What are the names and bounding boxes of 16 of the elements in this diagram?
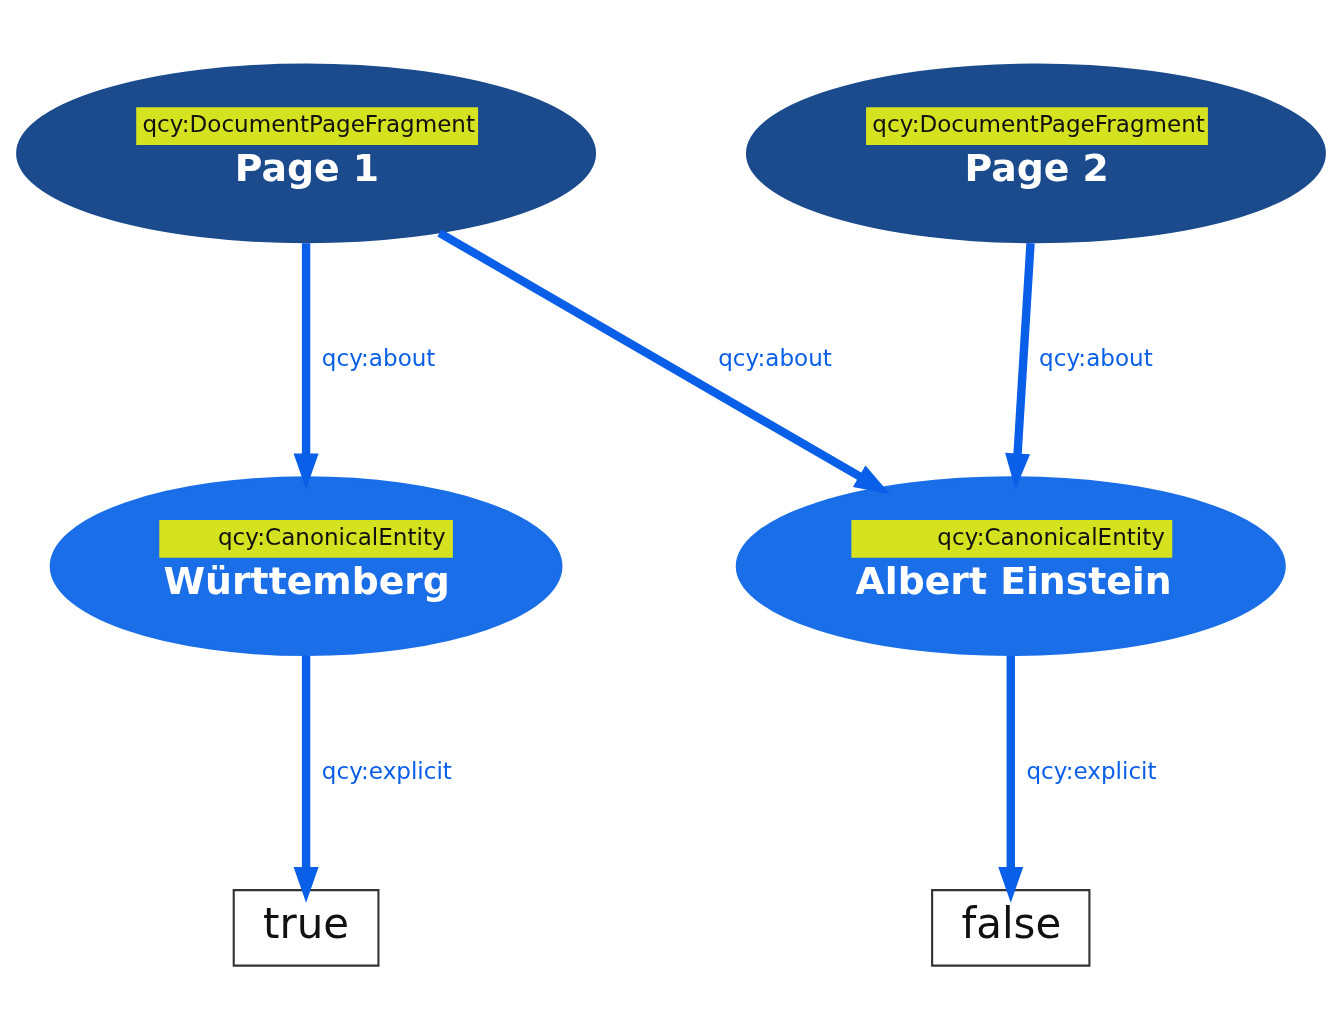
node-ellipse: qcy:CanonicalEntity Albert Einstein — [735, 475, 1286, 656]
edge-label: qcy:about — [718, 344, 832, 371]
edge-label: qcy:explicit — [1026, 757, 1157, 784]
node-ellipse: qcy:CanonicalEntity Württemberg — [49, 475, 563, 656]
node-ellipse: qcy:DocumentPageFragment Page 2 — [745, 63, 1326, 243]
node-ellipse: qcy:DocumentPageFragment Page 1 — [16, 63, 597, 243]
arrow — [998, 655, 1024, 903]
arrow — [293, 242, 319, 489]
arrow — [437, 228, 891, 494]
edge-label: qcy:about — [321, 344, 436, 371]
edge-label: qcy:about — [1039, 344, 1153, 371]
edge-label: qcy:explicit — [321, 757, 452, 784]
arrow — [293, 655, 319, 903]
node-box: false — [931, 888, 1091, 967]
arrow — [1005, 242, 1035, 489]
node-box: true — [232, 888, 380, 967]
